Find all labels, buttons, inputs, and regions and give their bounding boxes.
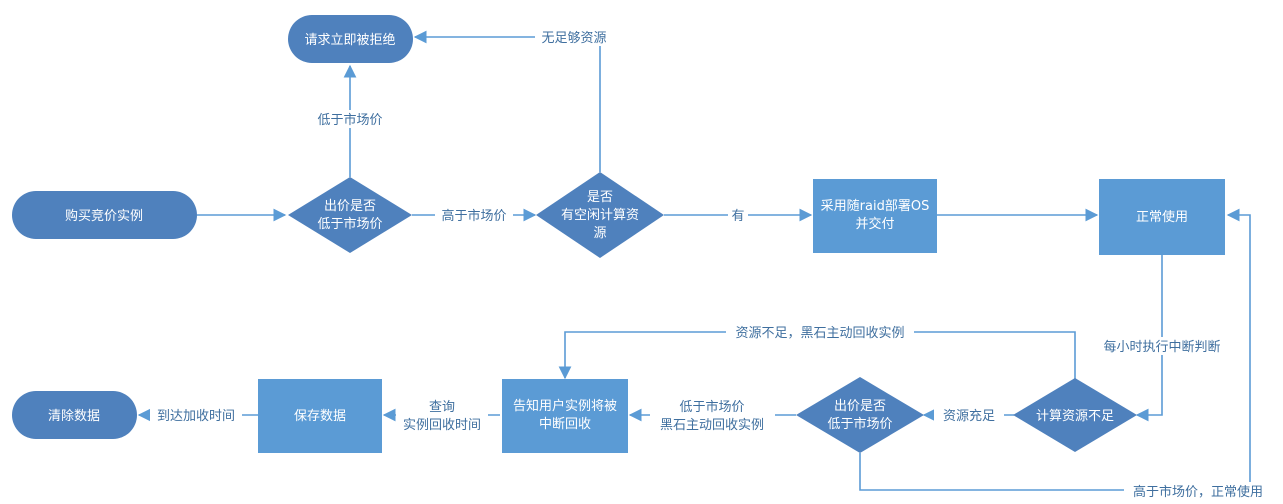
node-resource-check-line3: 源 bbox=[593, 226, 606, 241]
edge-labels: 低于市场价 无足够资源 高于市场价 有 每小时执行中断判断 资源不足，黑石主动回… bbox=[150, 28, 1274, 500]
label-query-line1: 查询 bbox=[429, 400, 455, 415]
node-notify-user-line2: 中断回收 bbox=[539, 417, 591, 432]
node-reject: 请求立即被拒绝 bbox=[288, 15, 413, 63]
node-deploy: 采用随raid部署OS 并交付 bbox=[813, 179, 937, 253]
node-deploy-line1: 采用随raid部署OS bbox=[821, 199, 930, 214]
label-above-normal: 高于市场价，正常使用 bbox=[1133, 484, 1263, 500]
label-has: 有 bbox=[731, 209, 744, 224]
node-bid-check-2-line1: 出价是否 bbox=[834, 399, 886, 414]
node-clear-data: 清除数据 bbox=[12, 391, 137, 439]
label-no-resource: 无足够资源 bbox=[541, 31, 606, 46]
node-bid-check-2: 出价是否 低于市场价 bbox=[796, 377, 924, 453]
label-below-recycle-line2: 黑石主动回收实例 bbox=[660, 418, 764, 433]
label-hourly-check: 每小时执行中断判断 bbox=[1103, 339, 1220, 355]
label-on-arrival: 到达加收时间 bbox=[157, 409, 235, 424]
node-save-data-label: 保存数据 bbox=[294, 409, 346, 424]
node-compute-insufficient: 计算资源不足 bbox=[1013, 378, 1137, 452]
node-bid-check-1-line1: 出价是否 bbox=[324, 199, 376, 214]
edge-resource-check-to-reject bbox=[413, 30, 601, 172]
node-reject-label: 请求立即被拒绝 bbox=[304, 32, 395, 48]
node-normal-use: 正常使用 bbox=[1099, 179, 1225, 255]
label-below-recycle-line1: 低于市场价 bbox=[679, 399, 744, 415]
label-below-market: 低于市场价 bbox=[317, 112, 382, 128]
label-sufficient: 资源充足 bbox=[943, 408, 995, 424]
node-deploy-line2: 并交付 bbox=[855, 216, 894, 232]
node-notify-user-line1: 告知用户实例将被 bbox=[513, 398, 617, 414]
node-buy-spot-instance: 购买竞价实例 bbox=[12, 191, 197, 239]
label-insufficient-recycle: 资源不足，黑石主动回收实例 bbox=[735, 326, 904, 341]
edge-normal-use-to-compute-insufficient bbox=[1135, 255, 1163, 422]
label-above-market: 高于市场价 bbox=[441, 208, 506, 224]
node-resource-check: 是否 有空闲计算资 源 bbox=[536, 172, 664, 258]
node-buy-spot-label: 购买竞价实例 bbox=[65, 208, 143, 224]
node-normal-use-label: 正常使用 bbox=[1136, 209, 1188, 225]
node-compute-insufficient-label: 计算资源不足 bbox=[1036, 409, 1114, 424]
node-resource-check-line2: 有空闲计算资 bbox=[561, 208, 639, 223]
node-bid-check-1: 出价是否 低于市场价 bbox=[288, 177, 412, 253]
node-bid-check-1-line2: 低于市场价 bbox=[317, 216, 382, 232]
node-notify-user: 告知用户实例将被 中断回收 bbox=[502, 379, 628, 453]
node-save-data: 保存数据 bbox=[258, 379, 382, 453]
label-query-line2: 实例回收时间 bbox=[403, 418, 481, 433]
node-resource-check-line1: 是否 bbox=[587, 190, 613, 205]
node-clear-data-label: 清除数据 bbox=[48, 409, 100, 424]
node-bid-check-2-line2: 低于市场价 bbox=[827, 416, 892, 432]
